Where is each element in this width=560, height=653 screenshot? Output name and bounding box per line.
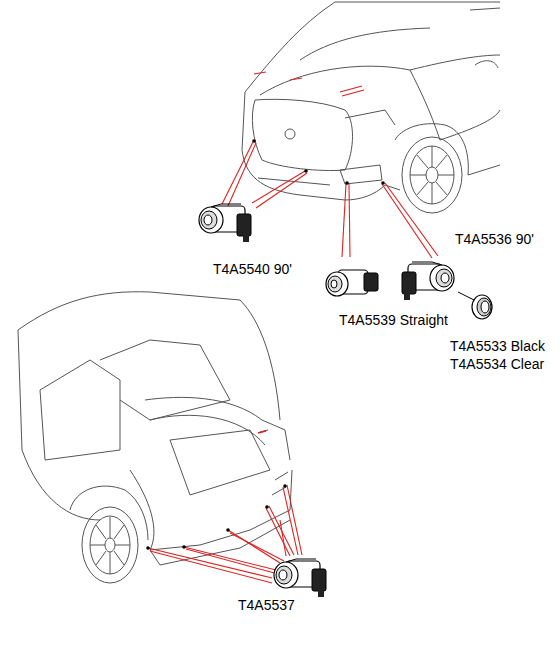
part-number: T4A5540 90' — [213, 261, 292, 277]
hood-marks — [258, 431, 266, 433]
leader-line — [458, 292, 474, 300]
part-number: T4A5534 Clear — [450, 356, 544, 372]
part-number: T4A5533 Black — [450, 338, 545, 354]
sensor-bezel — [472, 295, 492, 319]
part-number: T4A5536 90' — [455, 231, 534, 247]
hood-marks — [254, 72, 364, 96]
leader-line — [222, 142, 438, 258]
sensor-dot — [146, 484, 287, 550]
part-number: T4A5539 Straight — [339, 312, 448, 328]
sensor-dot — [252, 139, 385, 185]
front-car — [242, 2, 500, 213]
rear-car — [18, 292, 292, 583]
part-number: T4A5537 — [238, 597, 295, 613]
